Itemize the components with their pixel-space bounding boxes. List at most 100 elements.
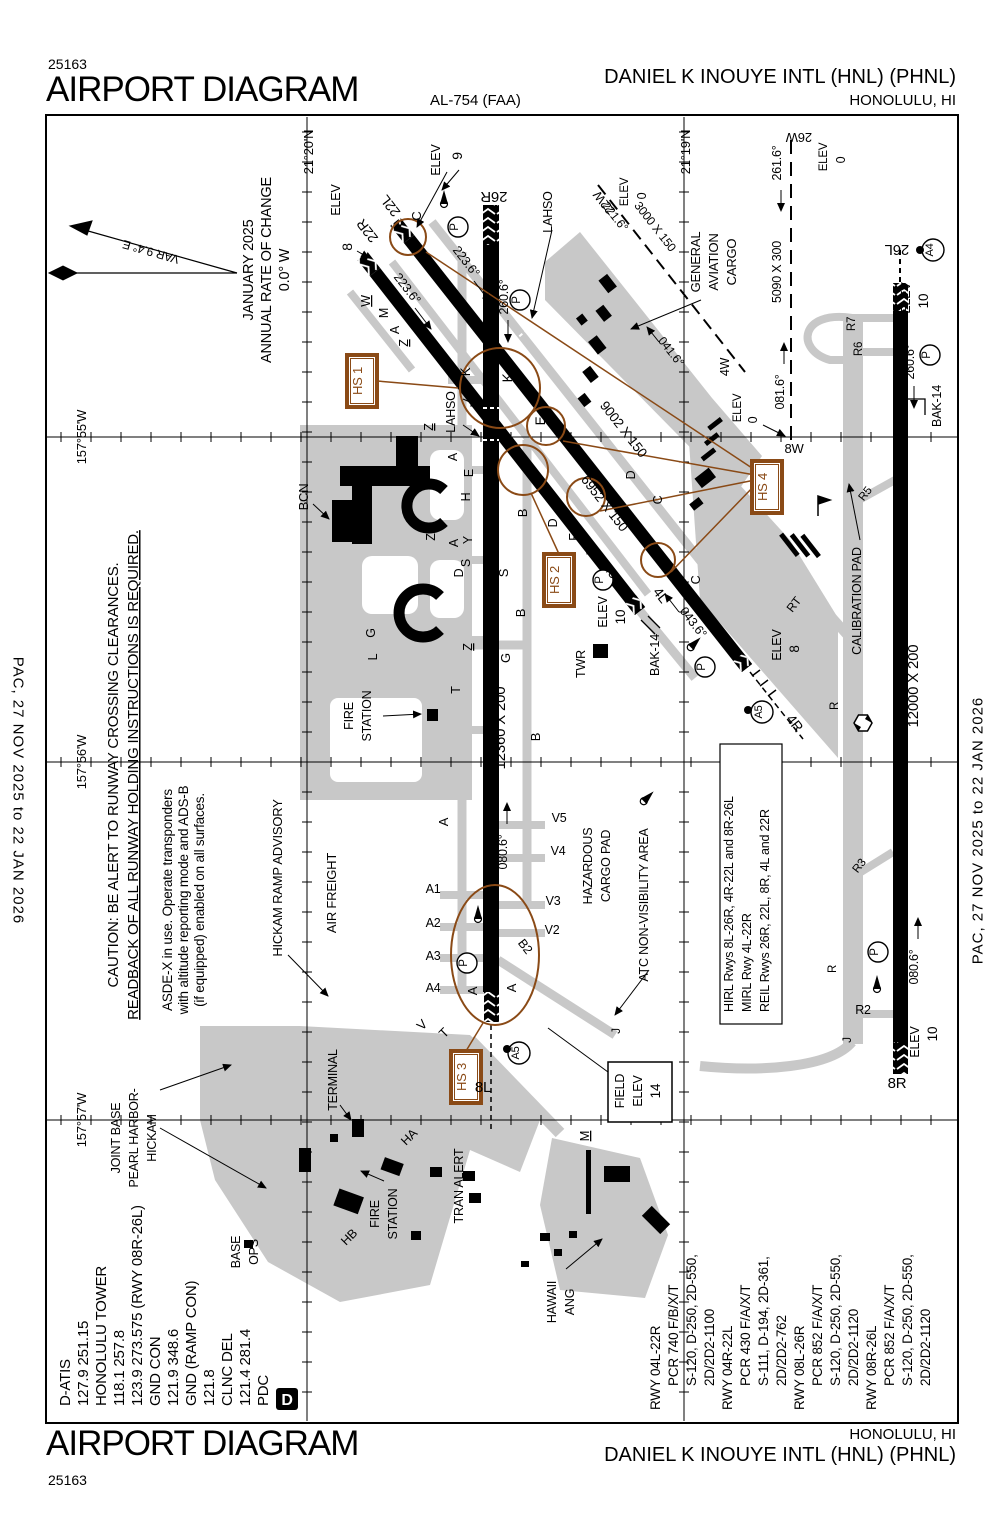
rwy-end-8l: 8L: [475, 1079, 491, 1096]
joint-base-line1: JOINT BASE: [109, 1103, 123, 1174]
compass-calibration-pad-icon: [853, 714, 873, 732]
airport-city-top: HONOLULU, HI: [849, 92, 956, 109]
rwy-end-22r: 22R: [353, 216, 381, 246]
twy-a3: A3: [426, 949, 441, 963]
comm-tower-freq2: 123.9 273.575 (RWY 08R-26L): [129, 1205, 146, 1406]
hotspot-3-label: HS 3: [454, 1063, 469, 1091]
terminal-building: [340, 466, 430, 544]
hold-p-3: P: [594, 576, 606, 584]
ga-cargo-line3: CARGO: [724, 239, 739, 286]
twy-a2: A2: [426, 916, 441, 930]
glideslope-symbols: [439, 190, 882, 994]
twy-k-1: K: [458, 367, 473, 376]
ga-cargo-line1: GENERAL: [688, 232, 703, 293]
hotspot-leaders: [376, 251, 756, 1052]
elev-22l-value: 9: [449, 152, 465, 160]
seaplane-lanes: [597, 140, 792, 445]
rwy-data-08l26r-s: S-120, D-250, 2D-550,: [828, 1254, 843, 1386]
north-arrows: [47, 220, 238, 281]
atc-nonvis: ATC NON-VISIBILITY AREA: [637, 827, 651, 981]
page-title-bottom: AIRPORT DIAGRAM: [46, 1424, 359, 1463]
field-elev-box: [607, 1061, 673, 1123]
twy-r-n: R: [829, 702, 841, 710]
hotspot-1-label: HS 1: [350, 367, 365, 395]
asdex-line2: with altitude reporting mode and ADS-B: [176, 785, 191, 1015]
twy-l: L: [366, 653, 380, 660]
field-elev-value: 14: [648, 1083, 663, 1098]
hdg-081-6-8w: 081.6°: [773, 374, 787, 409]
airport-name-bottom: DANIEL K INOUYE INTL (HNL) (PHNL): [604, 1444, 956, 1466]
hotspot-box-hs3: [449, 1049, 483, 1105]
hickam-ramp-advisory: HICKAM RAMP ADVISORY: [270, 799, 285, 957]
elev-22w-label: ELEV: [619, 177, 631, 206]
twy-d-2: D: [546, 518, 560, 527]
annual-change-line1: JANUARY 2025: [241, 219, 257, 320]
hawaii-ang-line1: HAWAII: [545, 1281, 559, 1323]
comm-datis: D-ATIS: [57, 1359, 74, 1406]
twy-e-2: E: [462, 469, 476, 477]
twy-v4: V4: [551, 844, 566, 858]
lighting-line1: HIRL Rwys 8L-26R, 4R-22L and 8R-26L: [722, 796, 736, 1012]
hold-p-7: P: [458, 959, 470, 967]
ga-cargo-line2: AVIATION: [706, 233, 721, 290]
twy-y: Y: [461, 535, 475, 544]
comm-gnd-freq: 121.9 348.6: [165, 1329, 182, 1406]
rwy-data-08r26l-s: S-120, D-250, 2D-550,: [900, 1254, 915, 1386]
bak14-4l: BAK-14: [648, 634, 662, 676]
chart-border: [45, 114, 959, 1424]
lat-21-20n: 21°20'N: [301, 130, 316, 175]
twy-r2: R2: [855, 1003, 871, 1017]
rwy-end-26l: 26L: [885, 241, 909, 258]
annual-change-line2: ANNUAL RATE OF CHANGE: [259, 177, 275, 363]
air-freight: AIR FREIGHT: [324, 853, 339, 933]
elev-26w-label: ELEV: [818, 142, 830, 171]
asdex-line3: (if equipped) enabled on all surfaces.: [192, 793, 207, 1007]
hold-circles: [447, 216, 945, 1065]
twy-b-1: B: [515, 509, 530, 517]
hdg-261-6-26w: 261.6°: [770, 145, 784, 180]
twy-v: V: [414, 1016, 431, 1033]
calibration-pad: CALIBRATION PAD: [850, 547, 864, 655]
joint-base-line3: HICKAM: [145, 1114, 159, 1161]
twy-z-2: Z: [424, 533, 438, 541]
comm-tower: HONOLULU TOWER: [93, 1266, 110, 1406]
rwy-data-08l26r-pcr: PCR 852 F/A/X/T: [810, 1285, 825, 1386]
twy-z-3: Z: [461, 643, 475, 651]
bak14-26l: BAK-14: [930, 385, 944, 427]
fire-station-2-line1: FIRE: [368, 1200, 382, 1228]
twy-a4: A4: [426, 981, 441, 995]
rwy-data-04r22l-s: S-111, D-194, 2D-361,: [756, 1256, 771, 1386]
fire-station-1-line1: FIRE: [342, 702, 356, 730]
twy-z-1: Z: [422, 423, 436, 431]
comm-tower-freq1: 118.1 257.8: [111, 1330, 128, 1406]
lahso-label-1: LAHSO: [541, 191, 555, 233]
elev-4r-label: ELEV: [770, 629, 784, 661]
rwy-end-22l: 22L: [376, 192, 403, 220]
fire-station-2-line2: STATION: [386, 1188, 400, 1239]
lane-end-8w: 8W: [784, 441, 804, 456]
twy-e-1: E: [533, 416, 548, 425]
comm-ramp: GND (RAMP CON): [183, 1281, 200, 1406]
rwy-dim-8r26l: 12000 X 200: [905, 645, 922, 728]
hotspot-circles: [376, 218, 756, 1052]
twy-m-hickam: M: [577, 1131, 592, 1142]
twy-a-s1: A: [465, 986, 480, 995]
field-elev-leader: [547, 1027, 609, 1073]
twy-z-nw: Z: [397, 339, 411, 347]
pdc-d-symbol: [276, 1388, 298, 1410]
fire-station-1-line2: STATION: [360, 690, 374, 741]
rwy-end-8r: 8R: [888, 1075, 907, 1092]
rwy-data-04l22r: RWY 04L-22R: [648, 1325, 663, 1410]
rwy-data-08l26r: RWY 08L-26R: [792, 1325, 807, 1410]
hotspot-box-hs4: [750, 459, 784, 515]
twy-c-3: C: [689, 575, 703, 584]
twy-v2: V2: [545, 923, 560, 937]
lane-end-26w: 26W: [785, 130, 812, 145]
rwy-dim-8l26r: 12360 X 200: [492, 687, 509, 770]
lon-157-57w: 157°57'W: [74, 1092, 89, 1147]
twy-a-nw: A: [388, 325, 402, 334]
twy-a1: A1: [426, 882, 441, 896]
displaced-threshold-8r: [893, 1042, 908, 1074]
twy-r-s: R: [827, 965, 839, 973]
fire-station-2-building: [779, 532, 821, 559]
